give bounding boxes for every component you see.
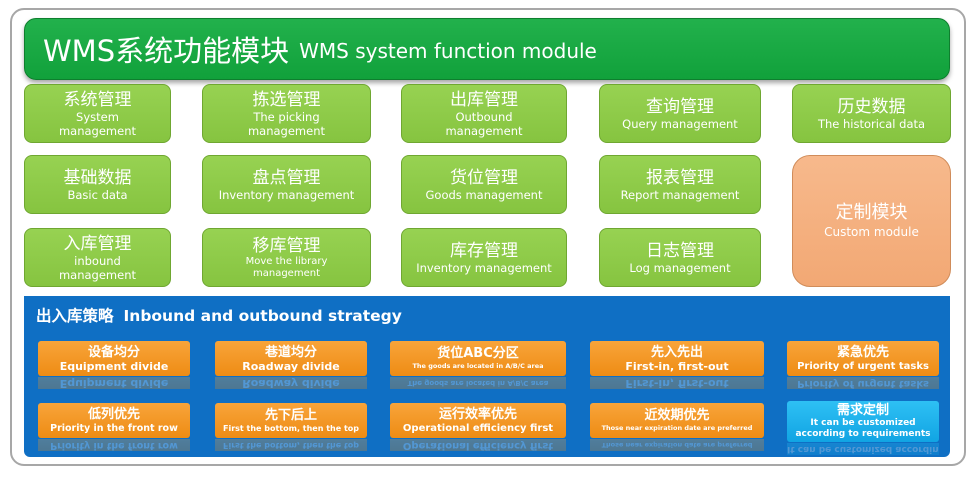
strategy-equipment-divide: 设备均分 Equipment divide [38,341,190,376]
module-label-en: Move the library management [245,255,328,279]
strategy-label-cn: 先入先出 [650,344,703,360]
module-label-en: System management [58,109,137,138]
reflection-text: The goods are located in A/B/C area [390,377,566,389]
strategy-label-cn: 低列优先 [87,406,140,422]
strategy-title-en: Inbound and outbound strategy [123,307,402,325]
module-label-cn: 日志管理 [646,240,714,261]
module-label-cn: 查询管理 [646,96,714,117]
reflection-text: It can be customized according to requir… [787,443,939,455]
custom-module-label-cn: 定制模块 [835,202,908,223]
strategy-title: 出入库策略 Inbound and outbound strategy [36,304,402,326]
reflection-text: Priority of urgent tasks [787,377,939,389]
strategy-label-cn: 紧急优先 [836,344,889,360]
strategy-label-cn: 需求定制 [836,403,889,418]
module-label-cn: 盘点管理 [252,167,321,188]
module-label-cn: 报表管理 [646,167,714,188]
strategy-urgent-priority: 紧急优先 Priority of urgent tasks [787,341,939,376]
module-label-cn: 移库管理 [252,235,321,256]
module-label-cn: 库存管理 [450,240,518,261]
module-label-en: Outbound management [445,109,523,138]
strategy-bottom-first: 先下后上 First the bottom, then the top [215,403,367,438]
module-label-en: Inventory management [218,187,355,202]
module-label-cn: 拣选管理 [252,89,321,110]
reflection-text: First the bottom, then the top [215,439,367,451]
strategy-abc-zoning: 货位ABC分区 The goods are located in A/B/C a… [390,341,566,376]
strategy-reflection: First-in, first-out [590,377,764,389]
reflection-text: Those near expiration date are preferred [590,439,764,451]
module-label-en: Log management [629,260,731,275]
module-basic-data: 基础数据 Basic data [24,155,171,214]
strategy-label-cn: 先下后上 [264,407,317,423]
strategy-reflection: Roadway divide [215,377,367,389]
reflection-text: Priority in the front row [38,439,190,451]
strategy-title-cn: 出入库策略 [36,307,114,325]
module-report-management: 报表管理 Report management [599,155,761,214]
strategy-label-cn: 巷道均分 [264,344,317,360]
module-label-cn: 入库管理 [63,233,132,254]
strategy-reflection: Priority in the front row [38,439,190,451]
strategy-reflection: Equipment divide [38,377,190,389]
module-label-cn: 基础数据 [63,167,132,188]
strategy-roadway-divide: 巷道均分 Roadway divide [215,341,367,376]
strategy-reflection: Operational efficiency first [390,439,566,451]
module-log-management: 日志管理 Log management [599,228,761,287]
strategy-label-en: First the bottom, then the top [223,423,359,433]
strategy-label-en: Those near expiration date are preferred [601,424,753,432]
module-picking-management: 拣选管理 The picking management [202,84,371,143]
module-label-en: Query management [622,116,738,131]
reflection-text: Roadway divide [215,377,367,389]
strategy-label-en: Roadway divide [242,359,340,373]
module-system-management: 系统管理 System management [24,84,171,143]
custom-module-label-en: Custom module [824,225,919,239]
reflection-text: Operational efficiency first [390,439,566,451]
module-label-cn: 历史数据 [837,96,906,117]
module-label-en: The historical data [817,116,926,131]
module-stock-management: 库存管理 Inventory management [401,228,567,287]
module-historical-data: 历史数据 The historical data [792,84,951,143]
module-inventory-count-management: 盘点管理 Inventory management [202,155,371,214]
module-label-cn: 出库管理 [450,89,518,110]
strategy-label-en: Equipment divide [59,359,169,373]
strategy-reflection: Priority of urgent tasks [787,377,939,389]
title-en: WMS system function module [299,39,597,63]
module-label-en: The picking management [247,109,326,138]
module-outbound-management: 出库管理 Outbound management [401,84,567,143]
reflection-text: Equipment divide [38,377,190,389]
strategy-label-en: Operational efficiency first [402,422,554,434]
module-inbound-management: 入库管理 inbound management [24,228,171,287]
module-label-en: Report management [620,187,740,202]
module-label-en: Goods management [425,187,543,202]
strategy-label-cn: 近效期优先 [644,408,710,423]
strategy-label-en: Priority in the front row [50,422,178,434]
strategy-front-row-priority: 低列优先 Priority in the front row [38,403,190,438]
module-label-en: Inventory management [416,260,552,275]
strategy-reflection: Those near expiration date are preferred [590,439,764,451]
title-banner: WMS系统功能模块 WMS system function module [24,18,950,80]
title-cn: WMS系统功能模块 [43,34,290,68]
reflection-text: First-in, first-out [590,377,764,389]
strategy-reflection: The goods are located in A/B/C area [390,377,566,389]
strategy-label-cn: 运行效率优先 [438,406,517,422]
module-move-library-management: 移库管理 Move the library management [202,228,371,287]
strategy-reflection: First the bottom, then the top [215,439,367,451]
strategy-label-cn: 设备均分 [87,344,140,360]
custom-module: 定制模块 Custom module [792,155,951,287]
strategy-near-expiry-priority: 近效期优先 Those near expiration date are pre… [590,403,764,438]
strategy-panel: 出入库策略 Inbound and outbound strategy 设备均分 … [24,296,950,457]
strategy-custom-requirements: 需求定制 It can be customized according to r… [787,401,939,442]
module-query-management: 查询管理 Query management [599,84,761,143]
strategy-label-en: Priority of urgent tasks [797,360,929,372]
module-label-en: Basic data [67,187,128,202]
strategy-label-cn: 货位ABC分区 [437,346,519,361]
module-label-cn: 系统管理 [63,89,132,110]
strategy-label-en: The goods are located in A/B/C area [412,362,544,370]
module-label-en: inbound management [58,253,137,282]
strategy-label-en: First-in, first-out [625,359,729,373]
strategy-label-en: It can be customized according to requir… [795,418,931,439]
module-label-cn: 货位管理 [450,167,518,188]
strategy-efficiency-first: 运行效率优先 Operational efficiency first [390,403,566,438]
strategy-fifo: 先入先出 First-in, first-out [590,341,764,376]
strategy-reflection: It can be customized according to requir… [787,443,939,455]
module-goods-location-management: 货位管理 Goods management [401,155,567,214]
